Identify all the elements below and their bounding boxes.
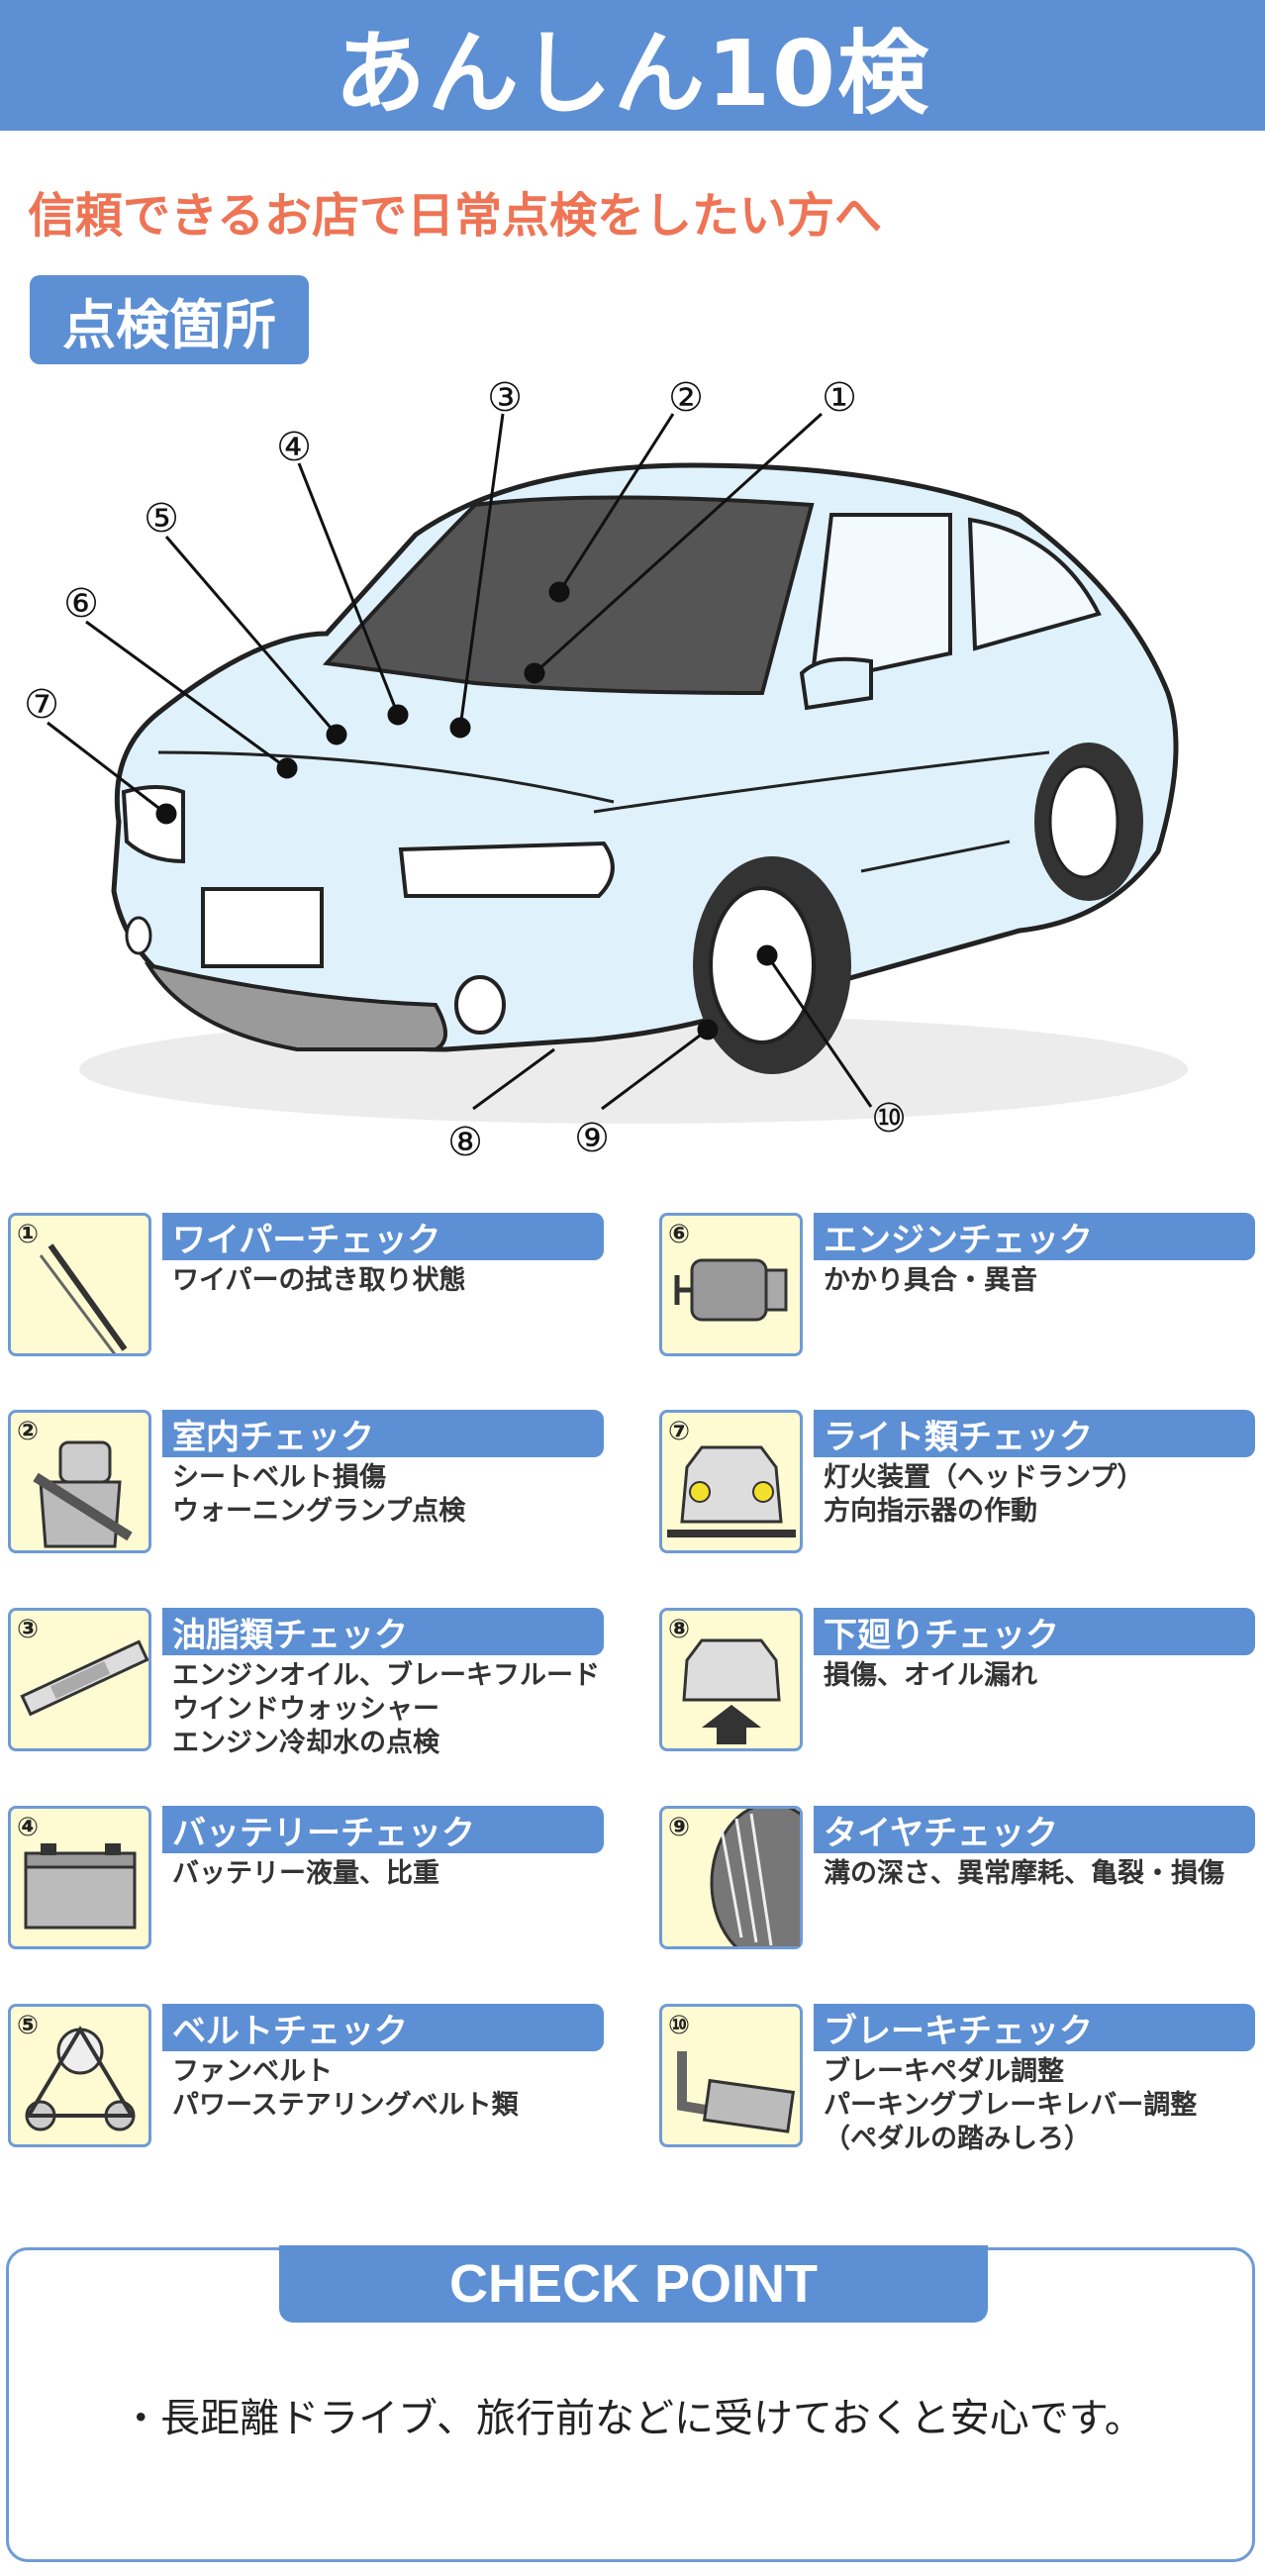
callout-9: ⑨ bbox=[574, 1116, 610, 1161]
check-item-battery: ④ バッテリーチェック バッテリー液量、比重 bbox=[0, 1806, 604, 1954]
page-title: あんしん10検 bbox=[334, 20, 931, 127]
car-diagram: ① ② ③ ④ ⑤ ⑥ ⑦ ⑧ ⑨ ⑩ bbox=[0, 366, 1265, 1188]
item-desc: 灯火装置（ヘッドランプ） 方向指示器の作動 bbox=[824, 1462, 1144, 1527]
item-desc: バッテリー液量、比重 bbox=[172, 1858, 439, 1889]
check-item-fluids: ③ 油脂類チェック エンジンオイル、ブレーキフルード ウインドウォッシャー エン… bbox=[0, 1608, 604, 1758]
item-title: 室内チェック bbox=[162, 1410, 604, 1457]
item-desc: エンジンオイル、ブレーキフルード ウインドウォッシャー エンジン冷却水の点検 bbox=[172, 1660, 600, 1758]
callout-6: ⑥ bbox=[63, 581, 99, 627]
item-desc: ワイパーの拭き取り状態 bbox=[172, 1265, 466, 1296]
page-subtitle: 信頼できるお店で日常点検をしたい方へ bbox=[28, 188, 883, 244]
callout-2: ② bbox=[668, 375, 704, 421]
item-title: 油脂類チェック bbox=[162, 1608, 604, 1655]
check-point-text: ・長距離ドライブ、旅行前などに受けておくと安心です。 bbox=[121, 2396, 1144, 2441]
check-item-lights: ⑦ ライト類チェック 灯火装置（ヘッドランプ） 方向指示器の作動 bbox=[651, 1410, 1255, 1558]
callout-4: ④ bbox=[276, 425, 312, 470]
check-item-engine: ⑥ エンジンチェック かかり具合・異音 bbox=[651, 1213, 1255, 1361]
item-desc: かかり具合・異音 bbox=[824, 1265, 1037, 1296]
check-item-underbody: ⑧ 下廻りチェック 損傷、オイル漏れ bbox=[651, 1608, 1255, 1756]
item-title: ベルトチェック bbox=[162, 2004, 604, 2051]
section-label: 点検箇所 bbox=[30, 275, 309, 364]
item-title: ブレーキチェック bbox=[814, 2004, 1255, 2051]
brake-pedal-icon: ⑩ bbox=[659, 2004, 803, 2147]
car-illustration: ① ② ③ ④ ⑤ ⑥ ⑦ ⑧ ⑨ ⑩ bbox=[24, 375, 1188, 1165]
check-item-tire: ⑨ タイヤチェック 溝の深さ、異常摩耗、亀裂・損傷 bbox=[651, 1806, 1255, 1954]
tire-icon: ⑨ bbox=[659, 1806, 803, 1949]
engine-icon: ⑥ bbox=[659, 1213, 803, 1356]
callout-3: ③ bbox=[487, 375, 523, 421]
belt-pulley-icon: ⑤ bbox=[8, 2004, 151, 2147]
item-desc: シートベルト損傷 ウォーニングランプ点検 bbox=[172, 1462, 466, 1527]
check-item-belt: ⑤ ベルトチェック ファンベルト パワーステアリングベルト類 bbox=[0, 2004, 604, 2152]
callout-5: ⑤ bbox=[144, 496, 179, 542]
item-desc: ブレーキペダル調整 パーキングブレーキレバー調整 （ペダルの踏みしろ） bbox=[824, 2056, 1198, 2154]
title-bar: あんしん10検 bbox=[0, 0, 1265, 131]
item-desc: 溝の深さ、異常摩耗、亀裂・損傷 bbox=[824, 1858, 1224, 1889]
item-title: タイヤチェック bbox=[814, 1806, 1255, 1853]
undercarriage-icon: ⑧ bbox=[659, 1608, 803, 1751]
battery-icon: ④ bbox=[8, 1806, 151, 1949]
wiper-icon: ① bbox=[8, 1213, 151, 1356]
item-title: エンジンチェック bbox=[814, 1213, 1255, 1260]
check-point-title: CHECK POINT bbox=[279, 2245, 988, 2323]
callout-10: ⑩ bbox=[871, 1096, 907, 1141]
check-item-brake: ⑩ ブレーキチェック ブレーキペダル調整 パーキングブレーキレバー調整 （ペダル… bbox=[651, 2004, 1255, 2154]
seatbelt-icon: ② bbox=[8, 1410, 151, 1553]
item-title: ワイパーチェック bbox=[162, 1213, 604, 1260]
check-item-interior: ② 室内チェック シートベルト損傷 ウォーニングランプ点検 bbox=[0, 1410, 604, 1558]
headlight-car-icon: ⑦ bbox=[659, 1410, 803, 1553]
callout-8: ⑧ bbox=[447, 1120, 483, 1165]
callout-7: ⑦ bbox=[24, 682, 59, 728]
item-title: 下廻りチェック bbox=[814, 1608, 1255, 1655]
dipstick-icon: ③ bbox=[8, 1608, 151, 1751]
item-desc: ファンベルト パワーステアリングベルト類 bbox=[172, 2056, 519, 2121]
callout-1: ① bbox=[822, 375, 857, 421]
check-item-wiper: ① ワイパーチェック ワイパーの拭き取り状態 bbox=[0, 1213, 604, 1361]
item-title: バッテリーチェック bbox=[162, 1806, 604, 1853]
item-title: ライト類チェック bbox=[814, 1410, 1255, 1457]
item-desc: 損傷、オイル漏れ bbox=[824, 1660, 1037, 1691]
